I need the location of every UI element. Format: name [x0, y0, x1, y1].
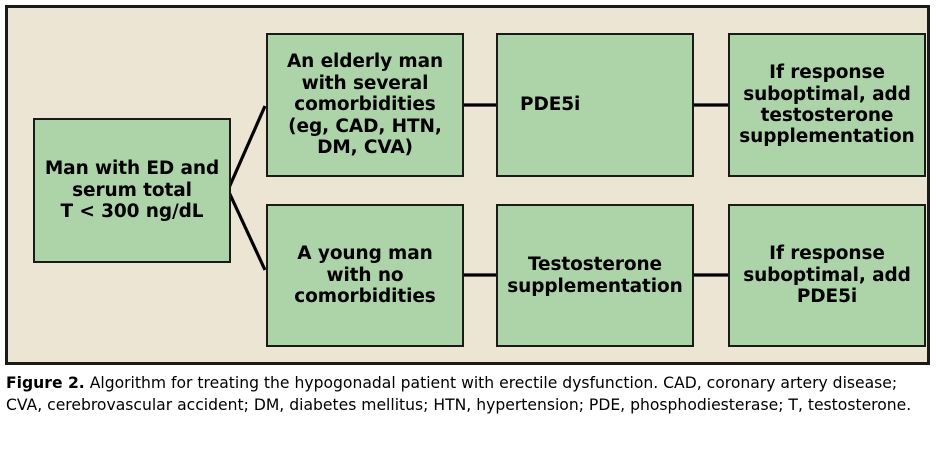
node-man-with-ed[interactable]: Man with ED and serum total T < 300 ng/d…: [33, 118, 231, 263]
figure-caption-label: Figure 2.: [6, 374, 85, 392]
node-elderly-man[interactable]: An elderly man with several comorbiditie…: [266, 33, 464, 177]
figure-caption: Figure 2. Algorithm for treating the hyp…: [6, 372, 934, 416]
edge-source-to-young: [226, 189, 267, 271]
node-label: If response suboptimal, add testosterone…: [739, 62, 915, 148]
node-pde5i[interactable]: PDE5i: [496, 33, 694, 177]
edge-source-to-elderly: [226, 105, 267, 191]
node-label: A young man with no comorbidities: [294, 243, 436, 308]
node-label: Man with ED and serum total T < 300 ng/d…: [44, 158, 220, 223]
node-label: PDE5i: [520, 94, 581, 116]
flowchart-diagram: Man with ED and serum total T < 300 ng/d…: [8, 8, 927, 362]
node-young-man[interactable]: A young man with no comorbidities: [266, 204, 464, 347]
figure-panel: Man with ED and serum total T < 300 ng/d…: [5, 5, 930, 365]
figure-caption-body: Algorithm for treating the hypogonadal p…: [6, 374, 912, 415]
node-add-pde5i[interactable]: If response suboptimal, add PDE5i: [728, 204, 926, 347]
node-label: If response suboptimal, add PDE5i: [743, 243, 911, 308]
node-testosterone-supplementation[interactable]: Testosterone supplementation: [496, 204, 694, 347]
node-label: An elderly man with several comorbiditie…: [286, 51, 444, 159]
node-add-testosterone[interactable]: If response suboptimal, add testosterone…: [728, 33, 926, 177]
node-label: Testosterone supplementation: [507, 254, 683, 297]
